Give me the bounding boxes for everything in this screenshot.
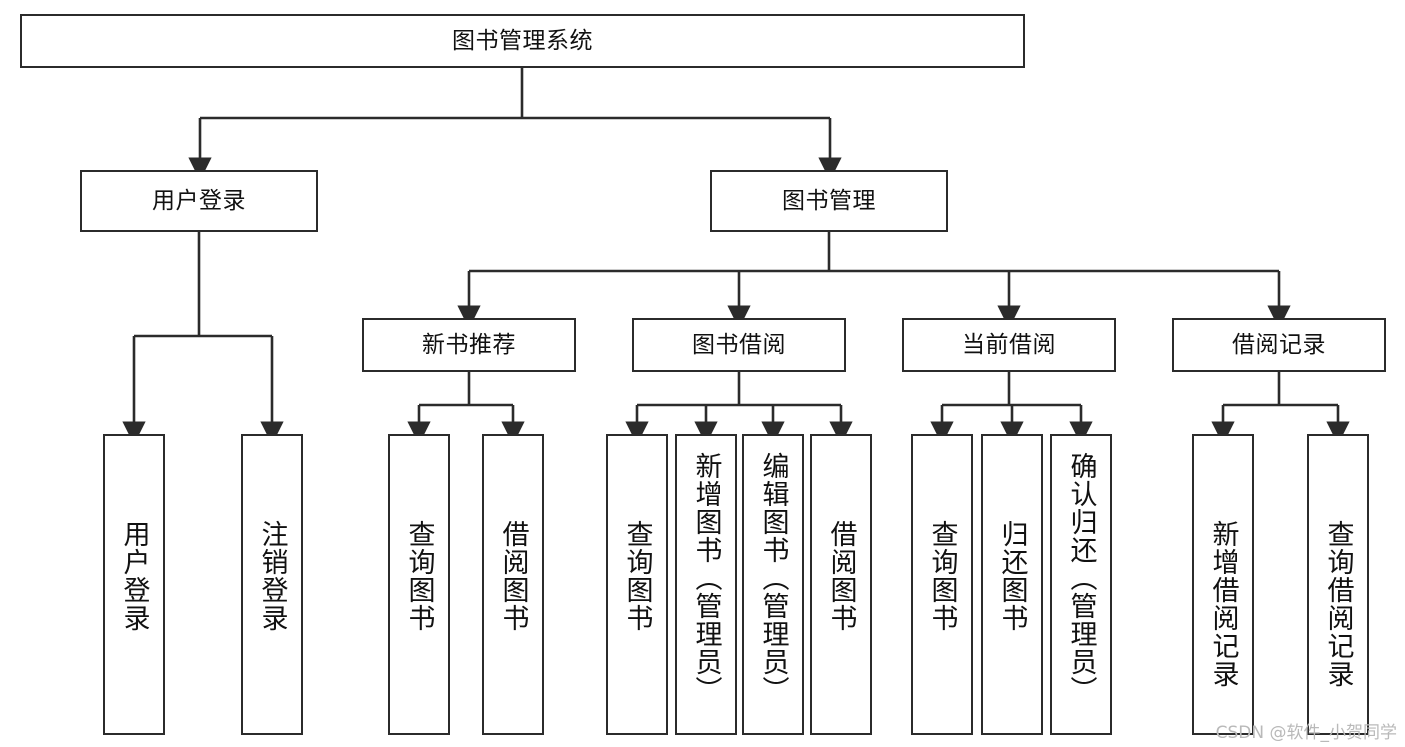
node-leaf-return-book-label: 归还图书 xyxy=(996,520,1028,632)
node-book-borrow-label: 图书借阅 xyxy=(692,331,786,358)
node-new-book-rec-label: 新书推荐 xyxy=(422,331,516,358)
node-leaf-edit-book-label: 编辑图书（管理员） xyxy=(757,452,789,704)
node-leaf-query-book-1[interactable]: 查询图书 xyxy=(388,434,450,735)
node-root-label: 图书管理系统 xyxy=(452,27,593,54)
node-borrow-record[interactable]: 借阅记录 xyxy=(1172,318,1386,372)
node-leaf-confirm-return[interactable]: 确认归还（管理员） xyxy=(1050,434,1112,735)
node-leaf-add-book-label: 新增图书（管理员） xyxy=(690,452,722,704)
node-leaf-borrow-book-1[interactable]: 借阅图书 xyxy=(482,434,544,735)
node-current-borrow[interactable]: 当前借阅 xyxy=(902,318,1116,372)
node-leaf-query-book-2-label: 查询图书 xyxy=(621,520,653,632)
node-book-manage-label: 图书管理 xyxy=(782,187,876,214)
node-leaf-confirm-return-label: 确认归还（管理员） xyxy=(1065,452,1097,704)
node-borrow-record-label: 借阅记录 xyxy=(1232,331,1326,358)
node-leaf-add-record-label: 新增借阅记录 xyxy=(1207,520,1239,688)
node-leaf-borrow-book-1-label: 借阅图书 xyxy=(497,520,529,632)
node-leaf-return-book[interactable]: 归还图书 xyxy=(981,434,1043,735)
node-leaf-add-record[interactable]: 新增借阅记录 xyxy=(1192,434,1254,735)
node-current-borrow-label: 当前借阅 xyxy=(962,331,1056,358)
node-leaf-borrow-book-2-label: 借阅图书 xyxy=(825,520,857,632)
node-leaf-user-login-label: 用户登录 xyxy=(118,520,150,632)
node-leaf-logout[interactable]: 注销登录 xyxy=(241,434,303,735)
node-user-login-label: 用户登录 xyxy=(152,187,246,214)
node-leaf-logout-label: 注销登录 xyxy=(256,520,288,632)
node-leaf-add-book[interactable]: 新增图书（管理员） xyxy=(675,434,737,735)
node-leaf-query-book-1-label: 查询图书 xyxy=(403,520,435,632)
node-root[interactable]: 图书管理系统 xyxy=(20,14,1025,68)
node-book-manage[interactable]: 图书管理 xyxy=(710,170,948,232)
watermark-text: CSDN @软件_小贺同学 xyxy=(1215,723,1397,743)
node-leaf-query-book-3[interactable]: 查询图书 xyxy=(911,434,973,735)
node-leaf-edit-book[interactable]: 编辑图书（管理员） xyxy=(742,434,804,735)
node-leaf-query-record[interactable]: 查询借阅记录 xyxy=(1307,434,1369,735)
node-leaf-query-record-label: 查询借阅记录 xyxy=(1322,520,1354,688)
node-user-login[interactable]: 用户登录 xyxy=(80,170,318,232)
node-book-borrow[interactable]: 图书借阅 xyxy=(632,318,846,372)
node-leaf-query-book-2[interactable]: 查询图书 xyxy=(606,434,668,735)
node-new-book-rec[interactable]: 新书推荐 xyxy=(362,318,576,372)
node-leaf-user-login[interactable]: 用户登录 xyxy=(103,434,165,735)
node-leaf-borrow-book-2[interactable]: 借阅图书 xyxy=(810,434,872,735)
node-leaf-query-book-3-label: 查询图书 xyxy=(926,520,958,632)
